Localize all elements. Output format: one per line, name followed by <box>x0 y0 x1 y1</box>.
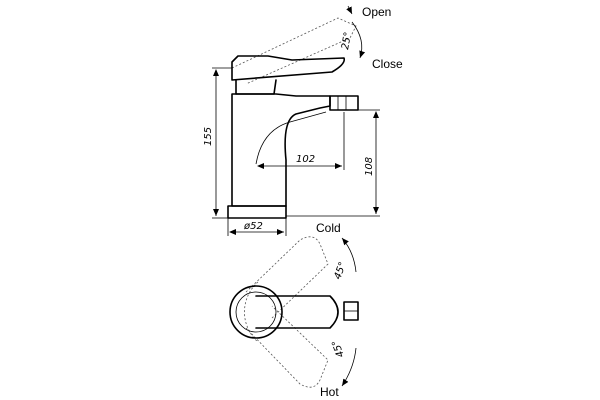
spout-reach-label: 102 <box>296 154 315 165</box>
hot-angle-arc <box>341 347 357 387</box>
open-handle-ghost <box>231 17 357 85</box>
faucet-base <box>227 205 287 219</box>
spout-height-label: 108 <box>364 157 375 176</box>
cold-angle-arc <box>341 237 357 273</box>
top-view: 45° Cold 45° Hot <box>229 221 359 399</box>
cartridge-cap <box>235 79 277 95</box>
side-view: 25° Open Close 155 102 108 ø52 <box>203 5 403 236</box>
faucet-body <box>231 93 331 207</box>
close-label: Close <box>372 57 403 71</box>
base-diameter-label: ø52 <box>243 221 263 232</box>
angle-vertical-label: 25° <box>340 31 354 50</box>
handle <box>231 55 346 81</box>
height-total-label: 155 <box>203 127 214 146</box>
hot-label: Hot <box>320 385 339 399</box>
hot-handle-ghost <box>245 305 329 388</box>
base-circle <box>229 285 283 339</box>
handle-top <box>255 295 339 329</box>
aerator <box>329 95 359 111</box>
hot-angle-label: 45° <box>330 338 346 358</box>
cold-angle-label: 45° <box>332 261 348 281</box>
spout-inner-curve <box>255 111 327 165</box>
open-angle-arc <box>351 21 366 59</box>
cold-handle-ghost <box>245 236 329 319</box>
cold-label: Cold <box>316 221 341 235</box>
open-label: Open <box>362 5 391 19</box>
